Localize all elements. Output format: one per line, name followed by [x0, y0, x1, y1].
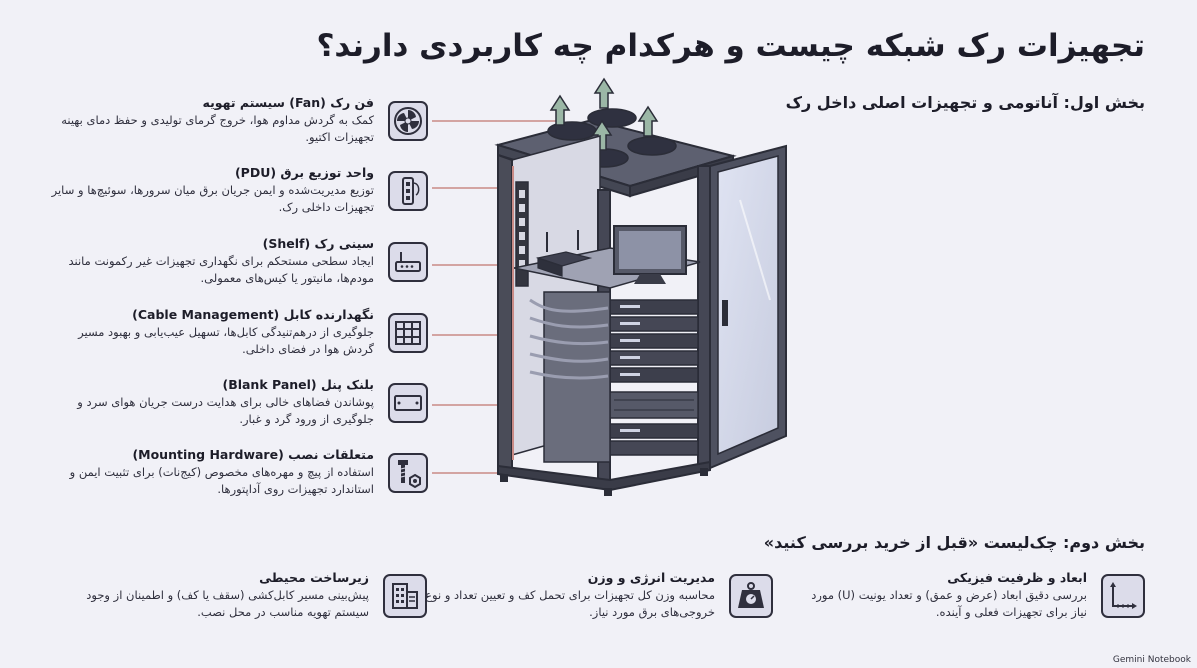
checklist-infrastructure: زیرساخت محیطی پیش‌بینی مسیر کابل‌کشی (سق… [86, 568, 427, 638]
screw-nut-icon [388, 453, 428, 493]
component-shelf: سینی رک (Shelf) ایجاد سطحی مستحکم برای ن… [48, 234, 428, 292]
checklist-description: بررسی دقیق ابعاد (عرض و عمق) و تعداد یون… [811, 588, 1087, 619]
power-strip-icon [388, 171, 428, 211]
router-icon [388, 242, 428, 282]
component-description: پوشاندن فضاهای خالی برای هدایت درست جریا… [77, 395, 374, 426]
cable-manager-icon [388, 313, 428, 353]
blank-panel-icon [388, 383, 428, 423]
section-heading-anatomy: بخش اول: آناتومی و تجهیزات اصلی داخل رک [785, 93, 1145, 112]
component-title: فن رک (Fan) سیستم تهویه [202, 95, 375, 110]
page-title: تجهیزات رک شبکه چیست و هرکدام چه کاربردی… [316, 28, 1145, 64]
component-title: نگهدارنده کابل (Cable Management) [132, 307, 374, 322]
component-title: سینی رک (Shelf) [262, 236, 374, 251]
brand-watermark: Gemini Notebook [1112, 655, 1191, 665]
checklist-title: زیرساخت محیطی [259, 570, 369, 585]
weight-icon [729, 574, 773, 618]
component-title: واحد توزیع برق (PDU) [234, 165, 374, 180]
component-description: استفاده از پیچ و مهره‌های مخصوص (کیج‌نات… [69, 465, 374, 496]
component-description: ایجاد سطحی مستحکم برای نگهداری تجهیزات غ… [68, 254, 374, 285]
dimensions-icon [1101, 574, 1145, 618]
checklist-title: ابعاد و ظرفیت فیزیکی [947, 570, 1087, 585]
checklist-description: پیش‌بینی مسیر کابل‌کشی (سقف یا کف) و اطم… [86, 588, 369, 619]
component-description: توزیع مدیریت‌شده و ایمن جریان برق میان س… [51, 183, 374, 214]
component-description: جلوگیری از درهم‌تنیدگی کابل‌ها، تسهیل عی… [78, 325, 374, 356]
fan-icon [388, 101, 428, 141]
checklist-title: مدیریت انرژی و وزن [587, 570, 715, 585]
building-icon [383, 574, 427, 618]
component-fan: فن رک (Fan) سیستم تهویه کمک به گردش مداو… [48, 93, 428, 151]
component-pdu: واحد توزیع برق (PDU) توزیع مدیریت‌شده و … [48, 163, 428, 221]
component-title: متعلقات نصب (Mounting Hardware) [132, 447, 374, 462]
checklist-energy-weight: مدیریت انرژی و وزن محاسبه وزن کل تجهیزات… [425, 568, 773, 638]
component-mounting-hardware: متعلقات نصب (Mounting Hardware) استفاده … [48, 445, 428, 503]
component-cable-management: نگهدارنده کابل (Cable Management) جلوگیر… [48, 305, 428, 363]
checklist-dimensions: ابعاد و ظرفیت فیزیکی بررسی دقیق ابعاد (ع… [805, 568, 1145, 638]
checklist-description: محاسبه وزن کل تجهیزات برای تحمل کف و تعی… [425, 588, 715, 619]
component-title: بلنک پنل (Blank Panel) [222, 377, 374, 392]
component-description: کمک به گردش مداوم هوا، خروج گرمای تولیدی… [61, 113, 374, 144]
component-blank-panel: بلنک پنل (Blank Panel) پوشاندن فضاهای خا… [48, 375, 428, 433]
section-heading-checklist: بخش دوم: چک‌لیست «قبل از خرید بررسی کنید… [763, 533, 1145, 552]
